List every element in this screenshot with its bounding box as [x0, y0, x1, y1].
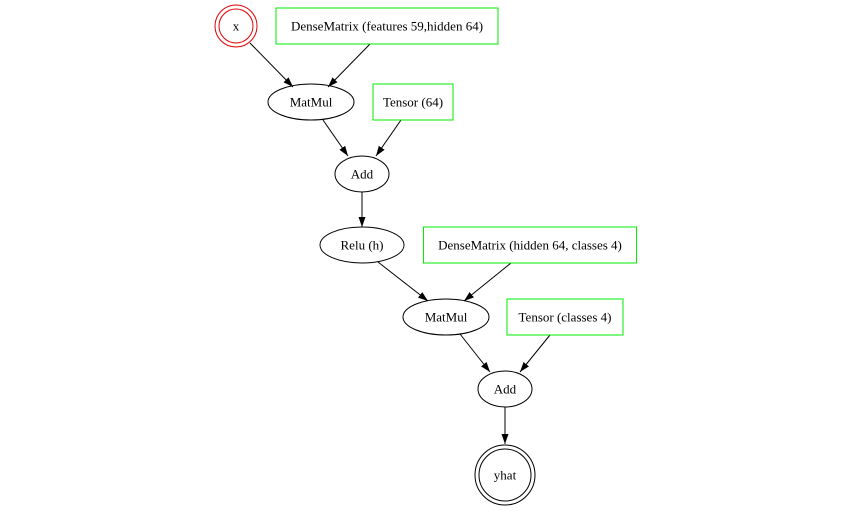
edge-relu-to-mm2 — [377, 261, 429, 302]
node-mm2-ellipse — [402, 298, 490, 336]
edge-mm2-to-add2 — [459, 333, 491, 373]
node-add1-label: Add — [351, 167, 374, 182]
node-w1-box — [275, 7, 499, 45]
node-x-inner-ring — [218, 8, 254, 44]
node-w2-box — [423, 226, 637, 264]
node-relu: Relu (h) — [319, 226, 405, 264]
node-x: x — [214, 4, 258, 48]
node-b2: Tensor (classes 4) — [506, 298, 624, 336]
node-add2-ellipse — [477, 370, 533, 408]
node-w1: DenseMatrix (features 59,hidden 64) — [275, 7, 499, 45]
edge-x-to-mm1 — [249, 42, 294, 88]
node-mm2: MatMul — [402, 298, 490, 336]
edge-w2-to-mm2 — [463, 262, 512, 302]
node-b2-label: Tensor (classes 4) — [519, 310, 612, 325]
node-yhat-outer-ring — [474, 444, 536, 506]
node-add2-label: Add — [494, 382, 517, 397]
edges-layer — [249, 42, 551, 444]
node-w2-label: DenseMatrix (hidden 64, classes 4) — [438, 238, 622, 253]
node-yhat-inner-ring — [478, 448, 532, 502]
edge-b1-to-add1 — [375, 119, 402, 157]
node-x-label: x — [233, 19, 240, 34]
node-mm1-ellipse — [267, 83, 355, 121]
nodes-layer: x DenseMatrix (features 59,hidden 64) MatM… — [214, 4, 637, 506]
edge-mm1-to-add1 — [322, 119, 349, 157]
node-w1-label: DenseMatrix (features 59,hidden 64) — [291, 19, 483, 34]
node-yhat: yhat — [474, 444, 536, 506]
node-mm1: MatMul — [267, 83, 355, 121]
edge-b2-to-add2 — [519, 334, 551, 373]
node-add1-ellipse — [334, 155, 390, 193]
node-add2: Add — [477, 370, 533, 408]
node-b1-label: Tensor (64) — [383, 95, 443, 110]
node-relu-ellipse — [319, 226, 405, 264]
node-b2-box — [506, 298, 624, 336]
node-yhat-label: yhat — [494, 468, 517, 483]
node-w2: DenseMatrix (hidden 64, classes 4) — [423, 226, 637, 264]
node-b1: Tensor (64) — [372, 83, 454, 121]
node-relu-label: Relu (h) — [341, 238, 384, 253]
edge-w1-to-mm1 — [327, 43, 371, 88]
node-mm1-label: MatMul — [290, 95, 333, 110]
node-add1: Add — [334, 155, 390, 193]
node-x-outer-ring — [214, 4, 258, 48]
node-mm2-label: MatMul — [425, 310, 468, 325]
node-b1-box — [372, 83, 454, 121]
